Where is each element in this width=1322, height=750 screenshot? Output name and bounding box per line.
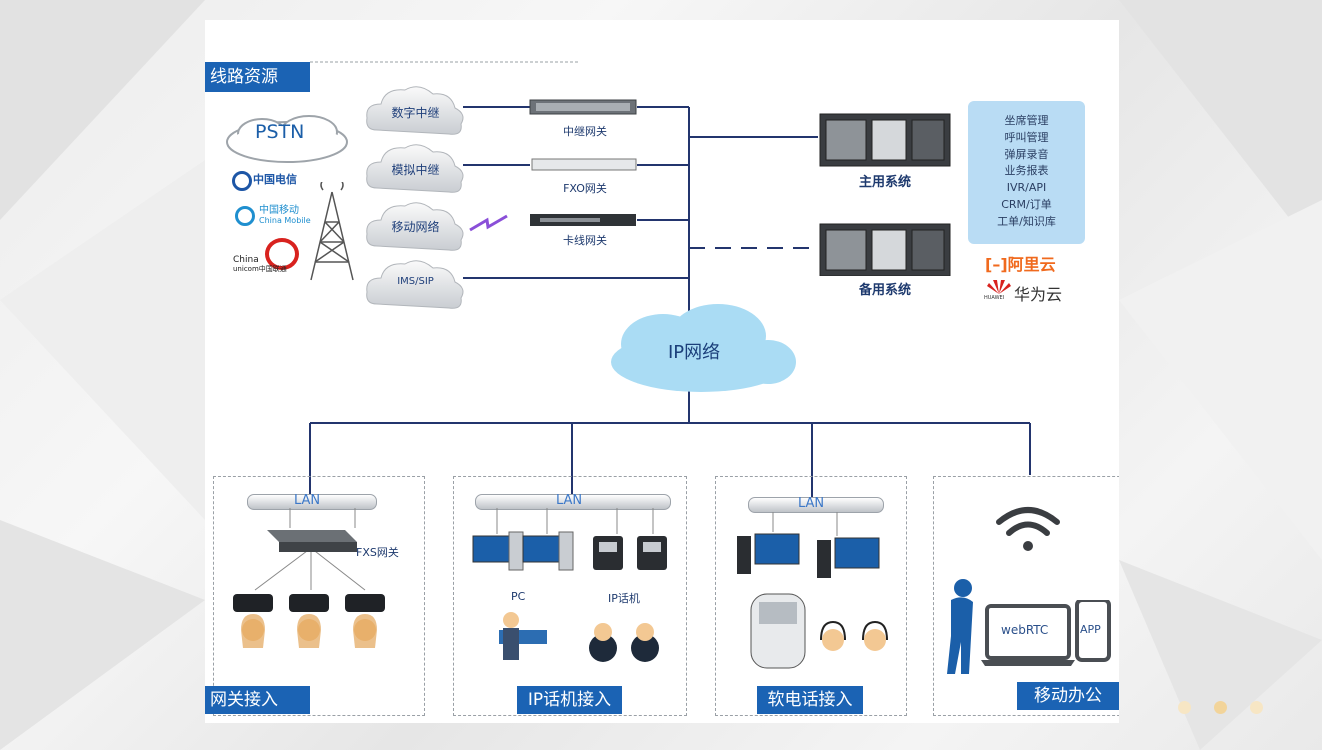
pstn-cloud-icon <box>226 115 348 163</box>
network-wires <box>205 61 1119 498</box>
lan-label: LAN <box>294 493 321 508</box>
huawei-en-label: HUAWEI <box>984 295 1005 301</box>
china-telecom-label: 中国电信 <box>253 173 297 186</box>
softphone-access-box <box>715 476 907 716</box>
trunk-cloud-analog: 模拟中继 <box>391 163 440 177</box>
pc-label: PC <box>511 590 526 603</box>
feature-item: CRM/订单 <box>1001 197 1052 211</box>
feature-item: IVR/API <box>1006 181 1047 195</box>
ip-phone-label: IP话机 <box>608 592 640 605</box>
aliyun-logo: [–]阿里云 <box>985 255 1056 274</box>
feature-item: 弹屏录音 <box>1004 147 1049 161</box>
trunk-cloud-digital: 数字中继 <box>391 106 440 120</box>
pager-dot[interactable] <box>1250 701 1263 714</box>
servers-icon <box>819 113 951 276</box>
trunk-cloud-ims-sip: IMS/SIP <box>397 276 434 287</box>
mobile-office-box <box>933 476 1119 716</box>
aliyun-bracket-icon: [–] <box>985 255 1008 274</box>
wifi-icon <box>996 507 1060 551</box>
ip-network-cloud-icon <box>611 304 796 392</box>
lan-bar <box>247 494 377 510</box>
person-silhouette-icon <box>947 579 973 674</box>
huawei-logo-icon <box>987 280 1011 294</box>
server-backup-label: 备用系统 <box>858 283 911 298</box>
trunk-clouds-icon <box>366 86 464 309</box>
gateway-access-box <box>213 476 425 716</box>
gateway-devices-icon <box>529 99 637 226</box>
section-ipphone-access: IP话机接入 <box>517 686 622 714</box>
lan-bar <box>748 497 884 513</box>
section-line-resources: 线路资源 <box>205 62 310 92</box>
feature-item: 坐席管理 <box>1004 114 1049 127</box>
china-telecom-logo-icon <box>232 171 252 191</box>
lan-label: LAN <box>556 493 583 508</box>
section-softphone-access: 软电话接入 <box>757 686 863 714</box>
gateway-label-card: 卡线网关 <box>563 234 607 247</box>
gateway-label-fxo: FXO网关 <box>563 182 607 195</box>
app-label: APP <box>1080 623 1101 636</box>
feature-item: 工单/知识库 <box>997 214 1056 228</box>
pager-dot[interactable] <box>1178 701 1191 714</box>
china-mobile-logo-icon <box>235 206 255 226</box>
features-panel: 坐席管理 呼叫管理 弹屏录音 业务报表 IVR/API CRM/订单 工单/知识… <box>968 101 1085 244</box>
huawei-cloud-label: 华为云 <box>1014 285 1063 304</box>
softphone-devices-icon <box>737 512 888 669</box>
feature-item: 业务报表 <box>1004 164 1049 178</box>
pager-dot-active[interactable] <box>1214 701 1227 714</box>
pstn-label: PSTN <box>255 121 305 143</box>
section-mobile-office: 移动办公 <box>1017 682 1119 710</box>
china-unicom-logo-icon <box>265 238 299 270</box>
feature-item: 呼叫管理 <box>1004 130 1049 144</box>
section-gateway-access: 网关接入 <box>205 686 310 714</box>
gateway-label-trunk: 中继网关 <box>563 125 607 138</box>
ip-network-label: IP网络 <box>668 342 721 363</box>
trunk-cloud-mobile: 移动网络 <box>391 220 440 234</box>
fxs-gateway-and-phones-icon <box>233 508 385 648</box>
lan-label: LAN <box>798 496 825 511</box>
fxs-gateway-label: FXS网关 <box>356 546 399 559</box>
pc-and-ip-phone-icon <box>472 508 667 662</box>
server-primary-label: 主用系统 <box>858 175 911 190</box>
webrtc-label: webRTC <box>1001 623 1049 637</box>
laptop-and-phone-icon <box>981 600 1111 666</box>
signal-tower-icon <box>310 182 354 281</box>
lan-bar <box>475 494 671 510</box>
ipphone-access-box <box>453 476 687 716</box>
